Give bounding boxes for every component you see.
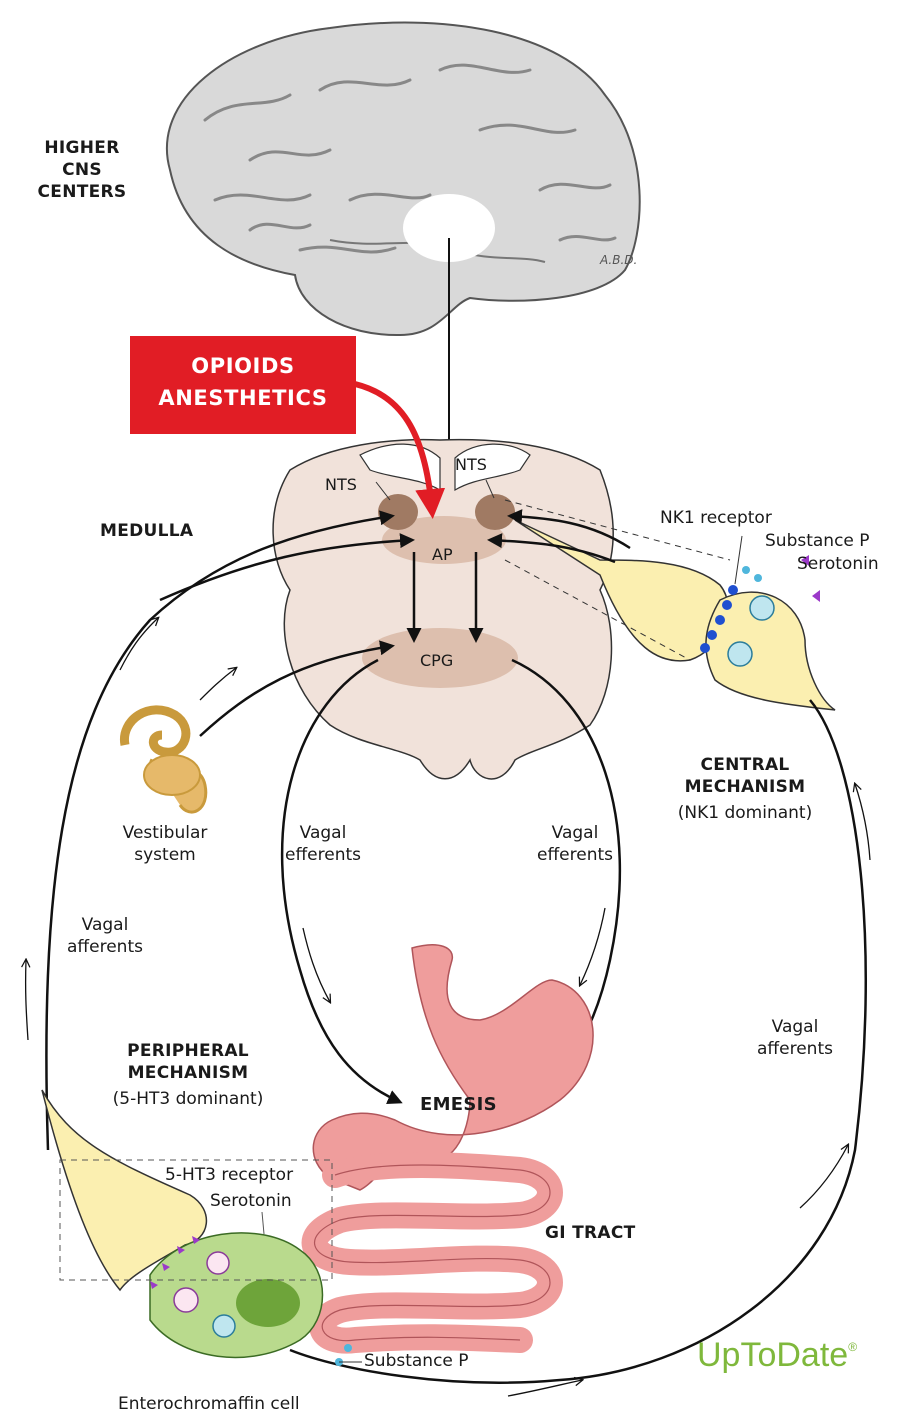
emesis-label: EMESIS (420, 1094, 497, 1116)
5ht3-receptor-label: 5-HT3 receptor (165, 1164, 293, 1186)
enterochromaffin-cell-icon (150, 1233, 323, 1358)
serotonin-bottom-label: Serotonin (210, 1190, 292, 1212)
stomach-icon (313, 945, 593, 1341)
uptodate-logo: UpToDate® (697, 1336, 857, 1375)
nts-left-label: NTS (325, 474, 357, 496)
substance-p-top-label: Substance P (765, 530, 870, 552)
enterochromaffin-label: Enterochromaffin cell (118, 1393, 300, 1415)
serotonin-top-label: Serotonin (797, 553, 879, 575)
medulla-label: MEDULLA (100, 520, 193, 542)
central-mechanism-sub: (NK1 dominant) (645, 802, 845, 824)
artist-signature: A.B.D. (599, 253, 637, 267)
peripheral-mechanism-sub: (5-HT3 dominant) (80, 1088, 296, 1110)
cpg-label: CPG (420, 650, 453, 672)
brain-icon (167, 23, 640, 336)
nts-right-label: NTS (455, 454, 487, 476)
inner-ear-icon (124, 710, 205, 812)
substance-p-bottom-label: Substance P (364, 1350, 469, 1372)
nk1-receptor-label: NK1 receptor (660, 507, 772, 529)
ap-label: AP (432, 544, 453, 566)
gi-tract-label: GI TRACT (545, 1222, 636, 1244)
